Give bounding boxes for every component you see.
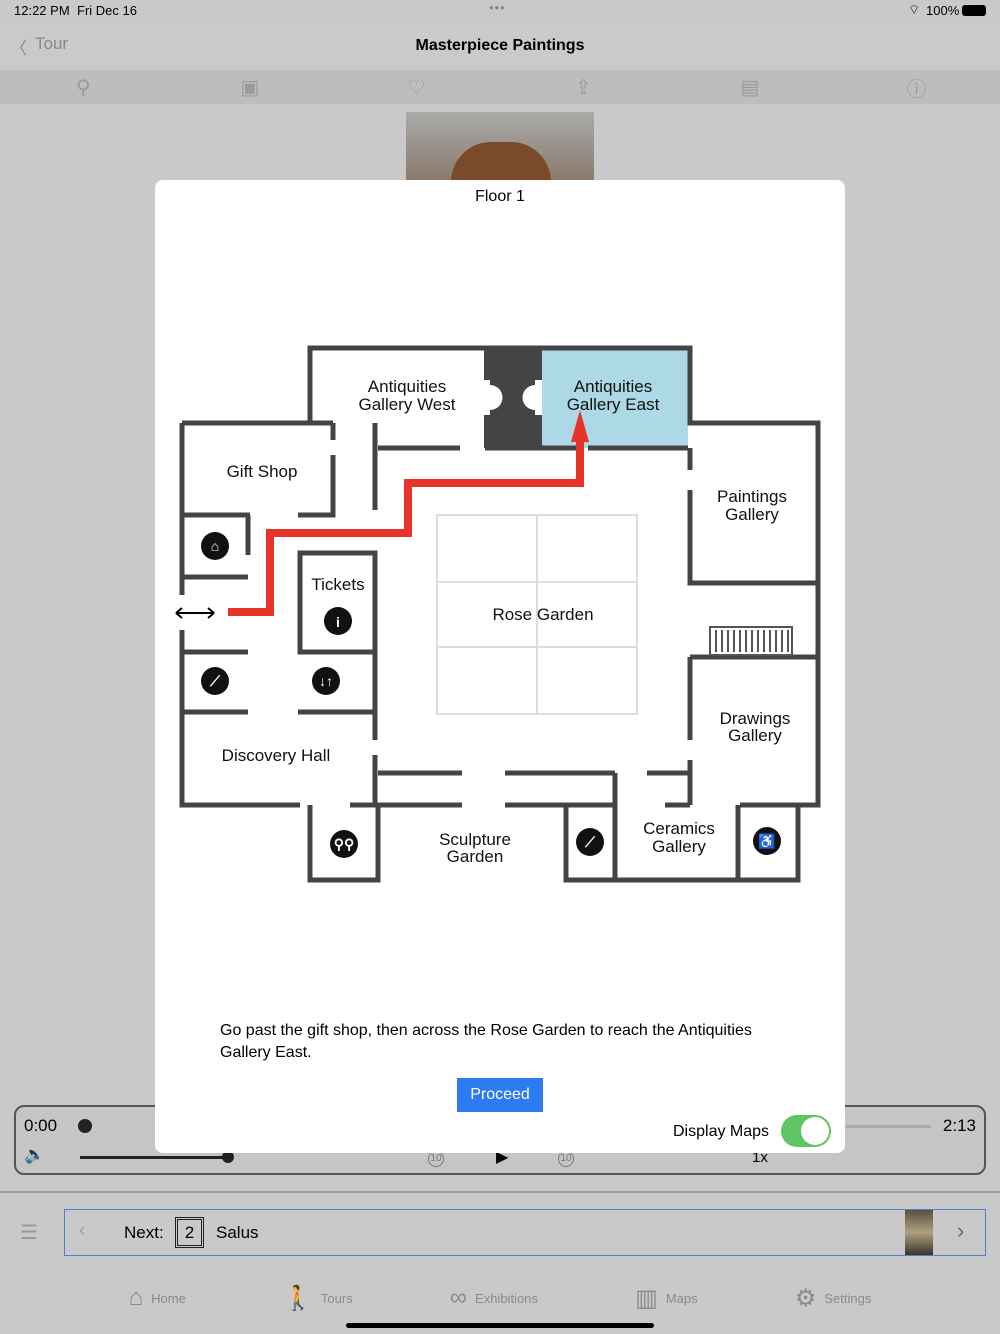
- elapsed-time: 0:00: [24, 1116, 58, 1135]
- room-label: Sculpture: [439, 830, 511, 849]
- elevator-icon: [312, 667, 340, 695]
- next-label: Next:: [124, 1223, 164, 1242]
- battery-icon: [962, 5, 986, 16]
- tab-bar: ⌂Home 🚶Tours ∞Exhibitions ▥Maps ⚙Setting…: [0, 1270, 1000, 1326]
- heart-icon[interactable]: ♡: [407, 76, 426, 99]
- multitask-dots-icon[interactable]: •••: [489, 0, 506, 15]
- room-label: Gallery: [652, 837, 706, 856]
- svg-text:⟋: ⟋: [584, 834, 596, 850]
- svg-text:⚲⚲: ⚲⚲: [334, 836, 355, 852]
- volume-slider[interactable]: [80, 1156, 228, 1159]
- directions-text: Go past the gift shop, then across the R…: [220, 1022, 752, 1061]
- coat-check-icon: [201, 532, 229, 560]
- skip-forward-icon[interactable]: 10: [558, 1151, 574, 1167]
- volume-icon: 🔈: [24, 1145, 46, 1164]
- share-icon[interactable]: ⇪: [574, 76, 592, 99]
- stairs-icon: [201, 667, 229, 695]
- highlighted-room: [542, 350, 688, 448]
- room-label: Tickets: [311, 575, 364, 594]
- duration-time: 2:13: [942, 1116, 976, 1135]
- help-icon[interactable]: ⓘ: [906, 78, 927, 101]
- progress-track: [846, 1125, 931, 1128]
- home-indicator: [346, 1323, 654, 1328]
- speed-button[interactable]: 1x: [752, 1149, 768, 1166]
- status-bar: 12:22 PM Fri Dec 16 ••• ⌔ 100%: [0, 0, 1000, 22]
- svg-text:⌂: ⌂: [211, 538, 219, 554]
- skip-back-icon[interactable]: 10: [428, 1151, 444, 1167]
- status-time: 12:22 PM: [14, 3, 70, 18]
- route-path: [228, 440, 584, 616]
- portrait-icon[interactable]: ▣: [240, 76, 260, 99]
- location-icon[interactable]: ⚲: [76, 76, 91, 99]
- walker-icon: 🚶: [283, 1284, 313, 1312]
- room-label: Antiquities: [574, 377, 652, 396]
- amenity-icons: [201, 532, 781, 858]
- next-stop-bar[interactable]: ‹ Next: 2 Salus ›: [64, 1209, 986, 1256]
- room-label: Paintings: [717, 487, 787, 506]
- volume-thumb[interactable]: [222, 1151, 234, 1163]
- floor-map: ⌂ i ⟋ ↓↑ ⚲⚲ ⟋ ♿ Antiquities Gallery West Antiq…: [175, 345, 821, 883]
- entrance-arrow-icon: [175, 607, 215, 619]
- tab-maps[interactable]: ▥Maps: [635, 1284, 698, 1312]
- walls: [179, 345, 821, 883]
- next-stop-number: 2: [175, 1217, 204, 1248]
- proceed-button[interactable]: Proceed: [457, 1078, 543, 1112]
- room-label: Rose Garden: [492, 605, 593, 624]
- room-label: Gallery: [725, 505, 779, 524]
- gear-icon: ⚙: [794, 1284, 817, 1312]
- room-label: Gallery: [728, 726, 782, 745]
- map-modal: Floor 1 ⌂ i ⟋ ↓↑ ⚲⚲ ⟋ ♿ Antiquities Gallery We…: [155, 180, 845, 1153]
- wifi-icon: ⌔: [908, 2, 921, 17]
- room-label: Gift Shop: [227, 462, 298, 481]
- svg-text:♿: ♿: [758, 833, 775, 850]
- restroom-icon: [330, 830, 358, 858]
- room-label: Gallery West: [359, 395, 456, 414]
- page-title: Masterpiece Paintings: [415, 37, 585, 54]
- list-icon[interactable]: ☰: [20, 1222, 38, 1244]
- route-arrow: [571, 410, 589, 442]
- tab-home[interactable]: ⌂Home: [128, 1284, 186, 1311]
- chevron-right-icon[interactable]: ›: [957, 1218, 965, 1243]
- accessibility-icon: [753, 827, 781, 855]
- chevron-left-icon: 〈: [10, 39, 27, 58]
- svg-text:i: i: [336, 614, 340, 630]
- passage: [484, 348, 542, 448]
- room-label: Garden: [447, 847, 504, 866]
- previous-icon[interactable]: ‹: [79, 1220, 85, 1240]
- svg-text:↓↑: ↓↑: [319, 673, 333, 689]
- home-icon: ⌂: [128, 1284, 144, 1311]
- staircase: [709, 626, 793, 656]
- display-maps-label: Display Maps: [673, 1123, 770, 1140]
- tab-tours[interactable]: 🚶Tours: [283, 1284, 353, 1312]
- nav-bar: 〈Tour Masterpiece Paintings: [0, 22, 1000, 70]
- next-stop-thumbnail: [905, 1210, 933, 1255]
- binoculars-icon: ∞: [449, 1284, 468, 1311]
- room-label: Drawings: [720, 709, 791, 728]
- tab-settings[interactable]: ⚙Settings: [794, 1284, 872, 1312]
- divider: [0, 1191, 1000, 1193]
- progress-slider[interactable]: [78, 1119, 92, 1133]
- display-maps-toggle[interactable]: [781, 1115, 831, 1147]
- play-icon[interactable]: ▶: [496, 1149, 509, 1166]
- floor-title: Floor 1: [475, 188, 525, 205]
- status-date: Fri Dec 16: [77, 3, 137, 18]
- back-button[interactable]: 〈Tour: [10, 34, 69, 58]
- artwork-image: [406, 112, 594, 192]
- svg-text:⟋: ⟋: [209, 673, 221, 689]
- stairs-icon: [576, 828, 604, 856]
- room-label: Gallery East: [567, 395, 660, 414]
- room-label: Ceramics: [643, 819, 715, 838]
- info-icon: [324, 607, 352, 635]
- battery-percent: 100%: [926, 3, 960, 18]
- tab-exhibitions[interactable]: ∞Exhibitions: [449, 1284, 538, 1311]
- next-stop-title: Salus: [216, 1223, 259, 1242]
- toolbar: ⚲ ▣ ♡ ⇪ ▤ ⓘ: [0, 70, 1000, 104]
- comment-icon[interactable]: ▤: [740, 76, 760, 99]
- room-label: Discovery Hall: [222, 746, 331, 765]
- room-label: Antiquities: [368, 377, 446, 396]
- map-icon: ▥: [635, 1284, 658, 1312]
